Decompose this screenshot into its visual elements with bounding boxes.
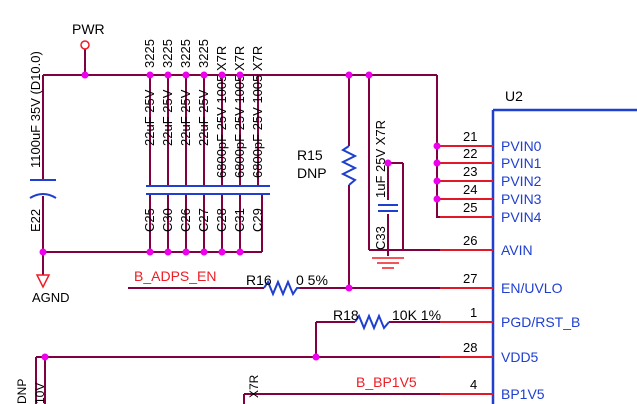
junction-dot [218,71,226,79]
cap-value: 22uF 25V [160,89,175,146]
resistor-r16: R16 0 5% [246,272,328,297]
junction-dot [433,195,441,203]
cap-pkg: 3225 [142,39,157,68]
cap-value: 22uF 25V [196,89,211,146]
resistor-r15: R15 DNP [297,145,358,186]
pin-name: PVIN1 [501,155,542,171]
edge-x7r-label: X7R [247,374,261,398]
junction-dot [41,353,49,361]
junction-dot [39,248,47,256]
cap-value: 22uF 25V [142,89,157,146]
cap-ref: C26 [178,208,193,232]
cap-pkg: 3225 [160,39,175,68]
junction-dot [146,248,154,256]
cap-pkg: 3225 [178,39,193,68]
junction-dots [39,71,441,361]
power-symbol: PWR [72,21,105,75]
r16-value: 0 5% [296,272,328,288]
pin-number: 26 [463,233,477,248]
pin-name: AVIN [501,242,533,258]
r18-value: 10K 1% [392,307,441,323]
pin-name: EN/UVLO [501,280,563,296]
junction-dot [312,353,320,361]
capacitor-bank: 3225 3225 3225 3225 22uF 25V 22uF 25V 22… [142,39,270,232]
cap-ref: C29 [250,208,265,232]
pin-number: 1 [470,305,477,320]
edge-fragments: DNP 10V X7R [15,374,261,404]
c33-ref: C33 [373,226,388,250]
pin-name: VDD5 [501,349,539,365]
pin-number: 24 [463,182,477,197]
junction-dot [433,177,441,185]
edge-dnp-label: DNP [15,379,29,404]
pin-name: PVIN2 [501,173,542,189]
pin-number: 4 [470,377,477,392]
bulk-capacitor: 1100uF 35V (D10.0) E22 [28,51,57,232]
capacitor-c33: 1uF 25V X7R C33 [372,120,404,269]
edge-volt-label: 10V [33,383,47,404]
junction-dot [182,248,190,256]
junction-dot [218,248,226,256]
junction-dot [365,71,373,79]
cap-value: 6800pF 25V 1005 X7R [232,46,247,178]
junction-dot [182,71,190,79]
ground-symbol: AGND [32,260,70,305]
pin-name: PVIN0 [501,138,542,154]
r16-ref: R16 [246,272,272,288]
bulk-cap-ref: E22 [28,209,43,232]
pin-number: 22 [463,146,477,161]
junction-dot [345,284,353,292]
junction-dot [345,71,353,79]
junction-dot [200,248,208,256]
cap-value: 22uF 25V [178,89,193,146]
bulk-cap-value: 1100uF 35V (D10.0) [28,51,43,168]
pin-name: PVIN4 [501,209,542,225]
r15-note: DNP [297,165,327,181]
ic-u2: U2 21 22 23 24 25 26 27 1 28 4 PVIN0 PVI… [440,88,637,404]
cap-value: 6800pF 25V 1005 X7R [214,46,229,178]
junction-dot [164,248,172,256]
ground-label: AGND [32,290,70,305]
cap-ref: C28 [214,208,229,232]
junction-dot [164,71,172,79]
junction-dot [433,159,441,167]
net-label-bp1v5: B_BP1V5 [356,374,417,390]
pin-number: 21 [463,129,477,144]
cap-ref: C27 [196,208,211,232]
pin-name: PVIN3 [501,191,542,207]
junction-dot [236,248,244,256]
junction-dot [236,71,244,79]
junction-dot [81,71,89,79]
ic-ref: U2 [505,88,523,104]
cap-value: 6800pF 25V 1005 X7R [250,46,265,178]
cap-ref: C30 [160,208,175,232]
cap-pkg: 3225 [196,39,211,68]
c33-value: 1uF 25V X7R [373,120,388,198]
r18-ref: R18 [333,307,359,323]
cap-ref: C25 [142,208,157,232]
r15-ref: R15 [297,147,323,163]
pin-name: PGD/RST_B [501,314,580,330]
junction-dot [384,159,392,167]
junction-dot [146,71,154,79]
pin-number: 27 [463,271,477,286]
pin-number: 25 [463,200,477,215]
power-label: PWR [72,21,105,37]
pin-number: 23 [463,164,477,179]
resistor-r18: R18 10K 1% [333,307,441,331]
cap-ref: C31 [232,208,247,232]
net-label-adps-en: B_ADPS_EN [134,268,216,284]
pin-name: BP1V5 [501,386,545,402]
pin-number: 28 [463,340,477,355]
junction-dot [433,142,441,150]
junction-dot [200,71,208,79]
